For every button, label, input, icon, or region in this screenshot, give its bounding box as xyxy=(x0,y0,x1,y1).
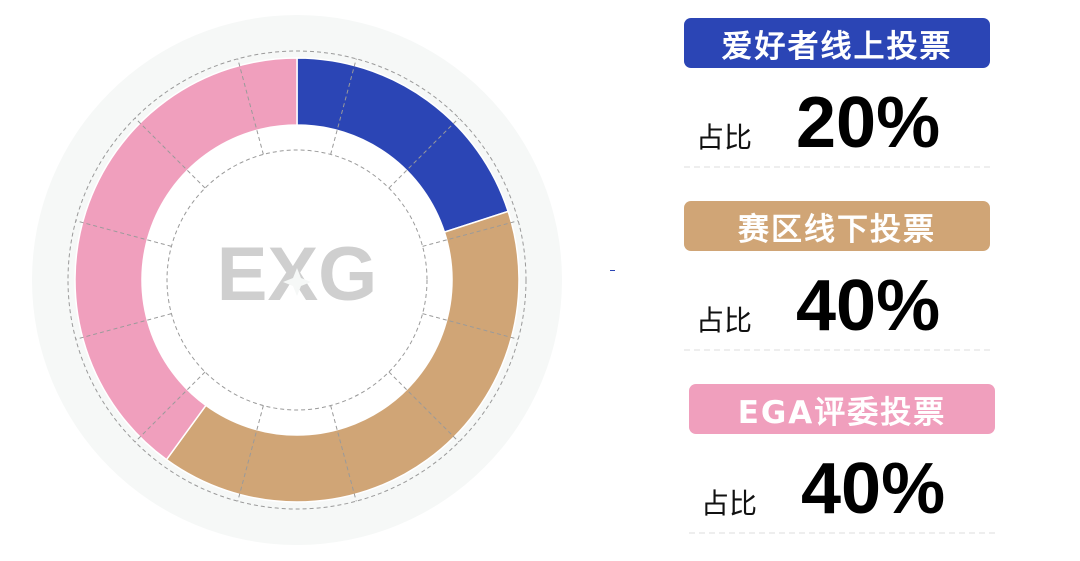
donut-segment-2 xyxy=(165,210,520,503)
grid-radial-line xyxy=(422,313,519,340)
grid-radial-line xyxy=(134,117,206,189)
grid-radial-line xyxy=(330,58,357,155)
share-label: 占比 xyxy=(701,487,758,520)
legend-item-online: 爱好者线上投票 占比 20% xyxy=(684,18,990,168)
grid-radial-line xyxy=(237,405,264,502)
legend-tag: 赛区线下投票 xyxy=(684,201,990,251)
grid-radial-line xyxy=(75,313,172,340)
inner-dashed-ring xyxy=(166,149,428,411)
share-label: 占比 xyxy=(696,304,753,337)
grid-radial-line xyxy=(134,371,206,443)
grid-radial-line xyxy=(330,405,357,502)
star-icon xyxy=(283,268,311,296)
share-value: 20% xyxy=(796,83,941,163)
legend-item-offline: 赛区线下投票 占比 40% xyxy=(684,201,990,351)
grid-radial-line xyxy=(388,117,460,189)
grid-radial-line xyxy=(75,220,172,247)
legend-tag: EGA评委投票 xyxy=(689,384,995,434)
exg-logo: EXG xyxy=(217,232,378,317)
share-value: 40% xyxy=(801,449,946,529)
legend-tag: 爱好者线上投票 xyxy=(684,18,990,68)
legend-item-judges: EGA评委投票 占比 40% xyxy=(689,384,995,534)
share-label: 占比 xyxy=(696,121,753,154)
share-value: 40% xyxy=(796,266,941,346)
grid-radial-line xyxy=(422,220,519,247)
outer-dashed-ring xyxy=(67,50,527,510)
grid-radial-line xyxy=(237,58,264,155)
donut-segment-3 xyxy=(74,57,298,461)
donut-chart: EXG xyxy=(67,50,527,510)
grid-radial-line xyxy=(388,371,460,443)
stray-mark xyxy=(610,270,615,271)
